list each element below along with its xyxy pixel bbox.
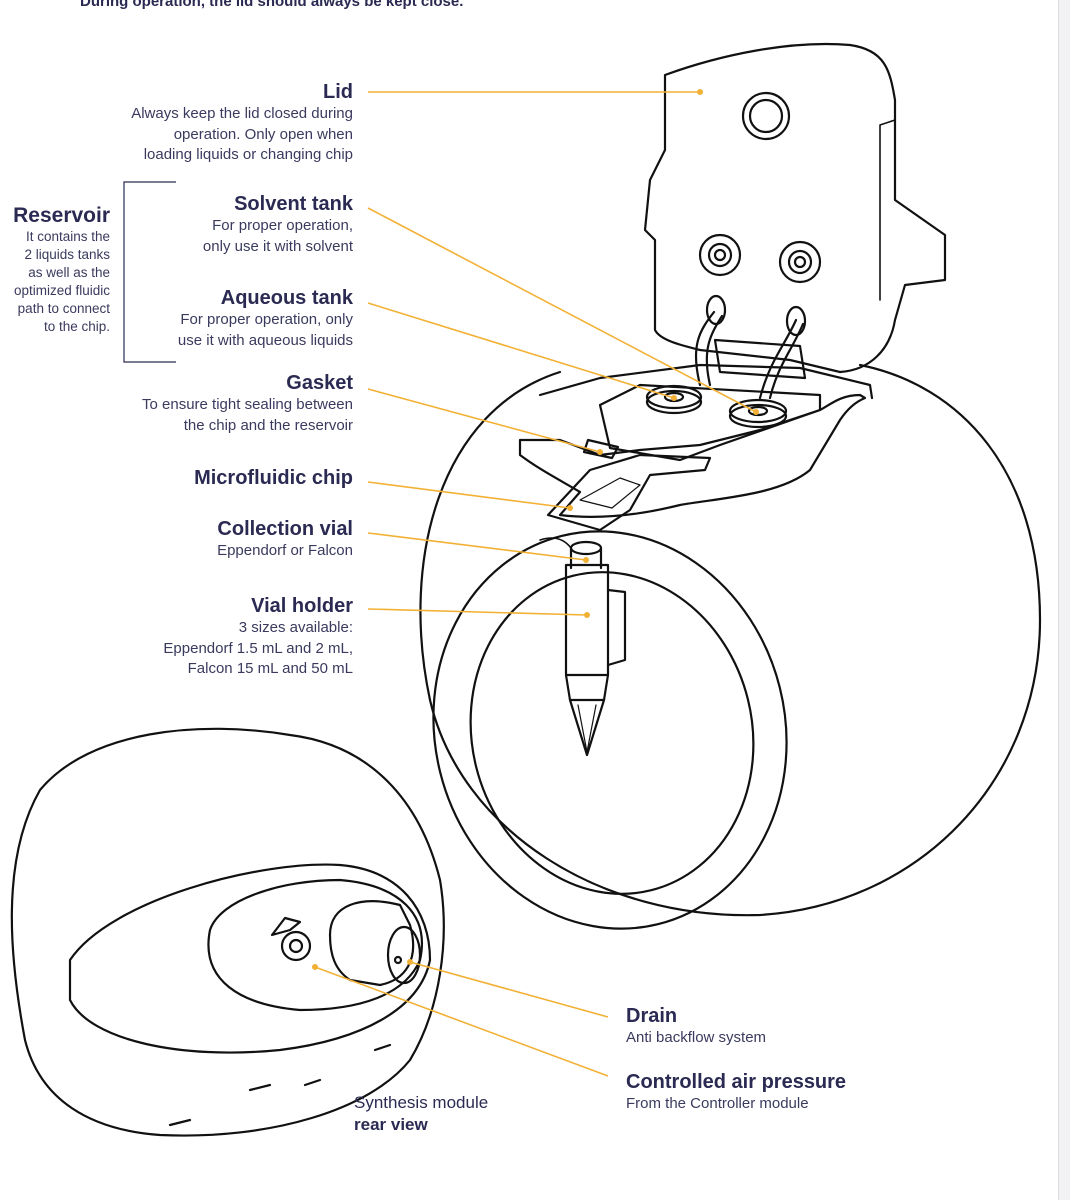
leader-aqueous bbox=[367, 302, 675, 399]
leader-holder bbox=[367, 608, 588, 616]
gasket-title: Gasket bbox=[286, 372, 353, 394]
tube-left bbox=[694, 310, 716, 387]
air-port-shape bbox=[280, 930, 312, 962]
platform-rim bbox=[538, 363, 874, 400]
vial-holder-shape bbox=[564, 563, 610, 677]
reservoir-title: Reservoir bbox=[13, 204, 110, 227]
label-aqueous-tank: Aqueous tank For proper operation, only … bbox=[113, 286, 353, 351]
aqueous-tank-shape bbox=[645, 389, 703, 415]
reservoir-desc-3: as well as the bbox=[28, 265, 110, 280]
reservoir-desc-1: It contains the bbox=[25, 229, 110, 244]
lid-desc-2: operation. Only open when bbox=[173, 125, 353, 143]
aqueous-tank-desc-2: use it with aqueous liquids bbox=[177, 331, 353, 349]
module-body bbox=[419, 363, 1042, 917]
drain-desc-1: Anti backflow system bbox=[626, 1029, 767, 1046]
collection-vial-desc-1: Eppendorf or Falcon bbox=[217, 542, 353, 559]
drain-title: Drain bbox=[626, 1005, 678, 1027]
reservoir-desc-5: path to connect bbox=[17, 301, 110, 316]
solvent-tank-title: Solvent tank bbox=[234, 193, 353, 215]
drain-shape bbox=[328, 900, 415, 987]
label-drain: Drain Anti backflow system bbox=[626, 1004, 886, 1049]
front-ring-outer bbox=[432, 530, 788, 930]
leader-gasket bbox=[367, 388, 601, 453]
lid-title: Lid bbox=[323, 81, 353, 103]
aqueous-tank-title: Aqueous tank bbox=[220, 287, 353, 309]
label-microfluidic-chip: Microfluidic chip bbox=[93, 466, 353, 490]
vial-holder-desc-1: 3 sizes available: bbox=[238, 619, 353, 636]
lid-shape bbox=[643, 42, 947, 374]
reservoir-desc-6: to the chip. bbox=[43, 319, 110, 334]
leader-drain bbox=[409, 961, 609, 1018]
reservoir-desc-2: 2 liquids tanks bbox=[24, 247, 110, 262]
top-platform bbox=[518, 393, 867, 519]
top-note: During operation, the lid should always … bbox=[80, 0, 464, 10]
leader-solvent bbox=[367, 207, 757, 413]
controlled-air-pressure-desc-1: From the Controller module bbox=[626, 1095, 809, 1112]
label-reservoir: Reservoir It contains the 2 liquids tank… bbox=[0, 204, 110, 336]
controlled-air-pressure-title: Controlled air pressure bbox=[626, 1071, 847, 1093]
tube-right bbox=[758, 318, 798, 400]
leader-air bbox=[314, 966, 609, 1077]
vial-holder-title: Vial holder bbox=[251, 595, 353, 617]
page-edge bbox=[1058, 0, 1070, 1200]
label-controlled-air-pressure: Controlled air pressure From the Control… bbox=[626, 1070, 926, 1115]
caption-line-2: rear view bbox=[354, 1115, 428, 1134]
label-collection-vial: Collection vial Eppendorf or Falcon bbox=[113, 517, 353, 562]
reservoir-bracket bbox=[123, 181, 176, 363]
microfluidic-chip-shape bbox=[546, 453, 712, 532]
tank-plate bbox=[598, 383, 822, 462]
lid-button bbox=[741, 91, 791, 141]
vial-holder-desc-3: Falcon 15 mL and 50 mL bbox=[187, 660, 353, 677]
collection-vial-title: Collection vial bbox=[217, 518, 353, 540]
aqueous-tank-desc-1: For proper operation, only bbox=[180, 311, 353, 328]
microfluidic-chip-title: Microfluidic chip bbox=[194, 467, 353, 489]
gasket-desc-1: To ensure tight sealing between bbox=[142, 396, 353, 413]
caption-line-1: Synthesis module bbox=[354, 1093, 489, 1112]
leader-chip bbox=[367, 481, 571, 509]
hinge bbox=[713, 338, 807, 380]
solvent-tank-desc-2: only use it with solvent bbox=[202, 237, 353, 255]
leader-vial bbox=[367, 532, 587, 561]
reservoir-desc-4: optimized fluidic bbox=[13, 283, 110, 298]
gasket-desc-2: the chip and the reservoir bbox=[183, 416, 353, 434]
solvent-tank-desc-1: For proper operation, bbox=[212, 217, 353, 234]
front-ring-inner bbox=[469, 571, 755, 895]
vial-holder-desc-2: Eppendorf 1.5 mL and 2 mL, bbox=[163, 639, 353, 657]
label-solvent-tank: Solvent tank For proper operation, only … bbox=[133, 192, 353, 257]
label-lid: Lid Always keep the lid closed during op… bbox=[23, 80, 353, 166]
label-gasket: Gasket To ensure tight sealing between t… bbox=[53, 371, 353, 436]
rear-view-body bbox=[10, 727, 445, 1137]
label-vial-holder: Vial holder 3 sizes available: Eppendorf… bbox=[93, 594, 353, 680]
lid-desc-3: loading liquids or changing chip bbox=[143, 146, 353, 163]
collection-vial-shape bbox=[569, 540, 603, 556]
rear-view-caption: Synthesis module rear view bbox=[354, 1092, 488, 1136]
lid-desc-1: Always keep the lid closed during bbox=[131, 105, 353, 122]
solvent-tank-shape bbox=[728, 403, 788, 429]
